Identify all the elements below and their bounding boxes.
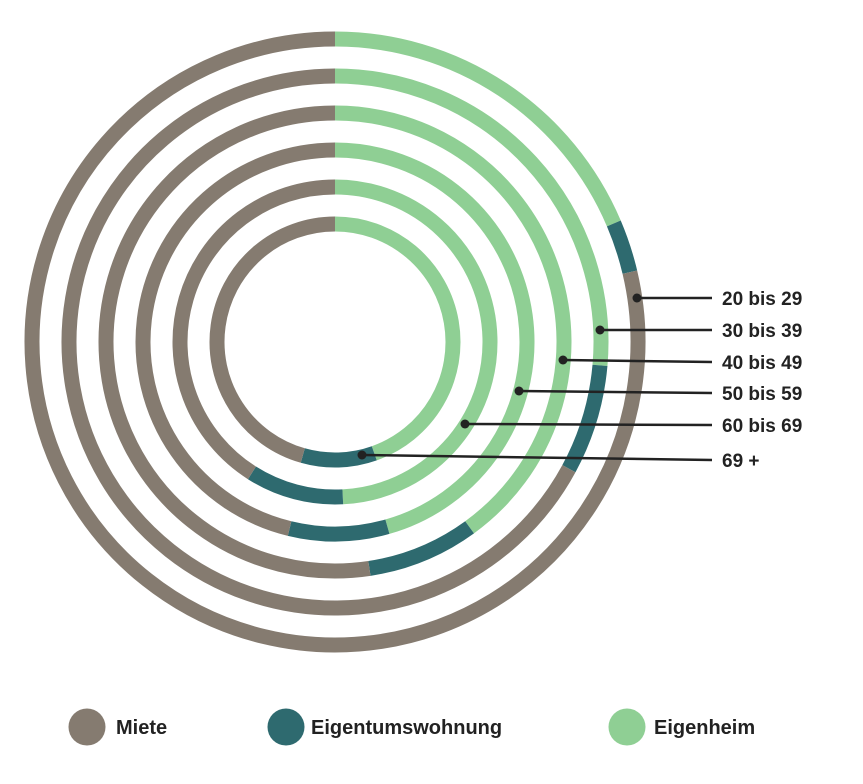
- ring-segment-eigenheim-5: [334, 216, 461, 461]
- ring-segment-eigenheim-4: [334, 179, 498, 505]
- ring-segment-miete-2: [98, 105, 371, 579]
- callout-dot: [558, 355, 568, 365]
- category-label: 30 bis 39: [722, 321, 802, 342]
- ring-segment-eigentumswohnung-3: [287, 519, 390, 542]
- callout-dot: [595, 325, 605, 335]
- callout-dot: [632, 293, 642, 303]
- ring-segment-eigentumswohnung-0: [606, 220, 638, 275]
- ring-segment-miete-3: [135, 142, 336, 536]
- callout-line: [361, 453, 713, 462]
- ring-segment-eigenheim-0: [334, 31, 621, 227]
- legend-swatch-miete: [68, 708, 106, 746]
- callouts: 20 bis 29 30 bis 39 40 bis 49 50 bis 59 60 b…: [357, 289, 802, 472]
- legend-label-miete: Miete: [116, 717, 167, 739]
- ring-segment-eigentumswohnung-1: [562, 364, 608, 473]
- ring-segment-eigentumswohnung-4: [247, 466, 344, 505]
- callout-dot: [514, 386, 524, 396]
- ring-segment-miete-4: [172, 179, 336, 480]
- ring-segment-eigenheim-3: [334, 142, 535, 534]
- ring-segment-miete-5: [209, 216, 336, 463]
- ring-segment-miete-0: [24, 31, 646, 653]
- category-label: 69 +: [722, 451, 760, 472]
- legend-label-eigentumswohnung: Eigentumswohnung: [311, 717, 502, 739]
- callout-line: [518, 389, 713, 395]
- ring-segment-miete-1: [61, 68, 576, 616]
- legend: Miete Eigentumswohnung Eigenheim: [68, 708, 755, 746]
- category-label: 20 bis 29: [722, 289, 802, 310]
- ring-segment-eigenheim-2: [334, 105, 572, 534]
- legend-swatch-eigenheim: [608, 708, 646, 746]
- rings: [24, 31, 646, 653]
- legend-swatch-eigentumswohnung: [267, 708, 305, 746]
- callout-dot: [460, 419, 470, 429]
- ring-segment-eigentumswohnung-2: [368, 521, 475, 576]
- category-label: 50 bis 59: [722, 384, 802, 405]
- category-label: 60 bis 69: [722, 416, 802, 437]
- legend-label-eigenheim: Eigenheim: [654, 717, 755, 739]
- callout-dot: [357, 450, 367, 460]
- ring-segment-eigenheim-1: [334, 68, 609, 367]
- category-label: 40 bis 49: [722, 353, 802, 374]
- callout-line: [562, 358, 713, 364]
- callout-line: [464, 422, 713, 427]
